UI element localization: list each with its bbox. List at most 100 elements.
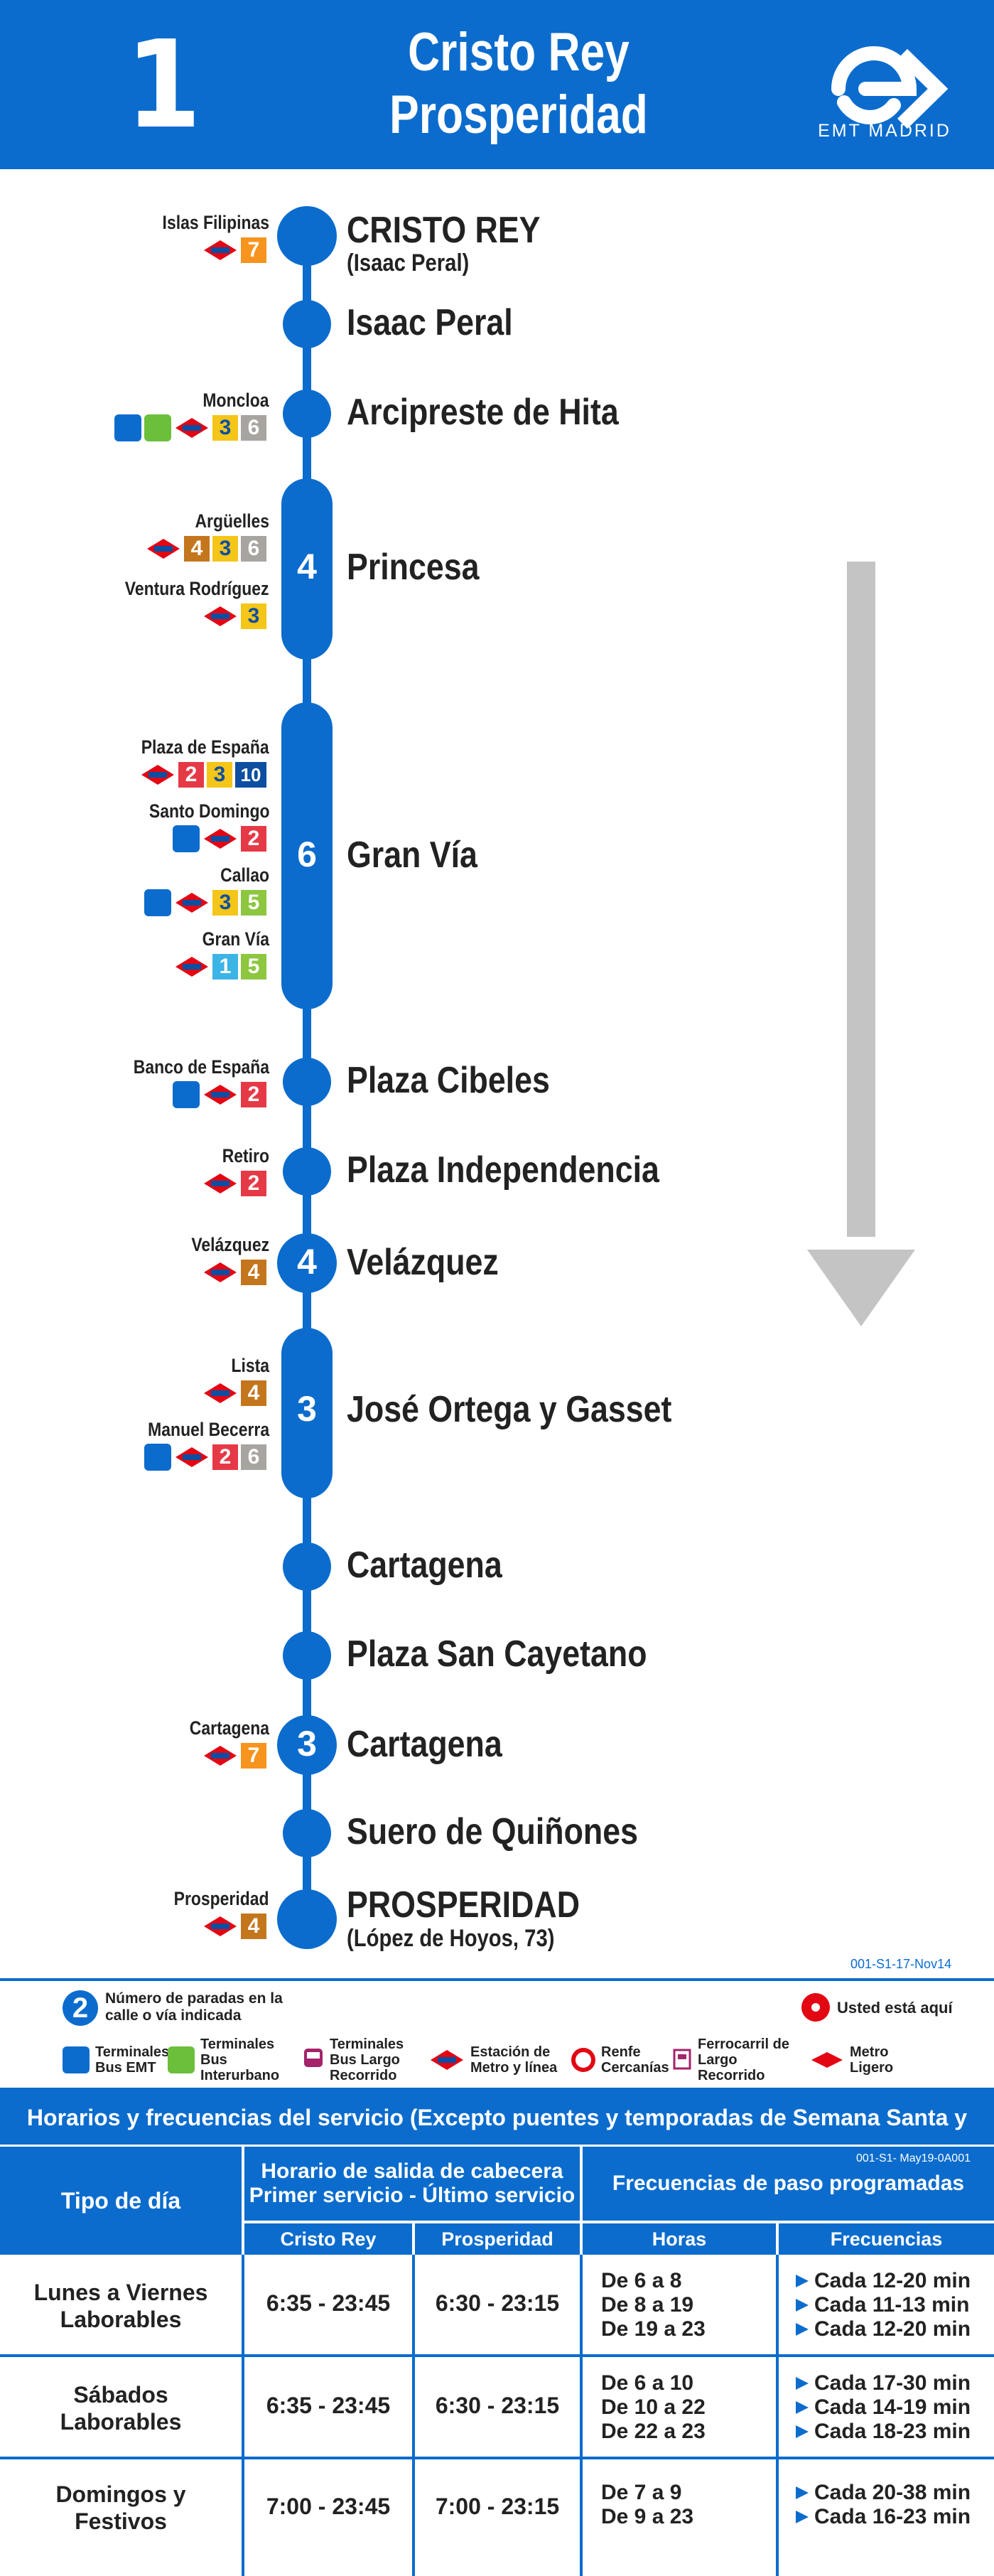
metro-icon: [204, 1746, 237, 1766]
stop-marker: [283, 1631, 331, 1680]
bus-emt-icon: [173, 1081, 200, 1108]
connection-icons: 4: [202, 1380, 266, 1406]
frequency-value: Cada 12-20 min: [814, 2317, 971, 2341]
connection-name: Velázquez: [191, 1234, 269, 1255]
legend-label: Terminales Bus EMT: [95, 2044, 170, 2076]
metro-icon: [175, 893, 208, 913]
bus-emt-icon: [144, 889, 171, 916]
metro-icon: [204, 1916, 237, 1936]
column-divider: [412, 2255, 415, 2576]
metro-icon: [175, 1447, 208, 1467]
metro-line-badge: 6: [241, 1444, 266, 1470]
stop-marker: [283, 1809, 331, 1857]
stop-group-marker: [281, 702, 333, 1009]
connection-name: Islas Filipinas: [162, 212, 269, 233]
you-are-here-label: Usted está aquí: [837, 1999, 953, 2017]
you-are-here-icon: [801, 1993, 830, 2022]
first-last-from: 6:35 - 23:45: [266, 2290, 391, 2316]
day-line2: Laborables: [60, 2409, 182, 2435]
column-header-day: Tipo de día: [0, 2147, 242, 2255]
metro-line-badge: 2: [178, 762, 204, 788]
day-line2: Laborables: [60, 2307, 182, 2332]
metro-line-badge: 7: [241, 237, 266, 263]
legend-label: Estación de Metro y línea: [470, 2044, 558, 2076]
subheader-from: Cristo Rey: [244, 2223, 412, 2255]
connection-icons: 4: [202, 1914, 266, 1939]
stop-count: 6: [297, 834, 317, 874]
first-last-to: 6:30 - 23:15: [435, 2290, 560, 2316]
frequency-value: Cada 14-19 min: [814, 2395, 971, 2419]
direction-arrow-icon: [807, 562, 915, 1326]
subheader-to: Prosperidad: [415, 2223, 580, 2255]
hour-range: De 22 a 23: [601, 2420, 706, 2443]
legend-divider: [0, 2088, 994, 2091]
stop-name: PROSPERIDAD: [347, 1884, 580, 1926]
metro-icon: [204, 1262, 237, 1282]
renfe-icon: [571, 2048, 595, 2072]
metro-icon: [431, 2050, 463, 2070]
table-row-day: Sábados Laborables: [0, 2381, 242, 2435]
stop-count: 4: [297, 547, 317, 586]
connection-icons: 4: [202, 1260, 266, 1285]
metro-line-badge: 4: [184, 536, 210, 562]
legend-item-renfe: Renfe Cercanías: [571, 2043, 672, 2077]
hour-range: De 8 a 19: [601, 2293, 694, 2317]
connection-name: Cartagena: [189, 1717, 269, 1739]
connection-name: Argüelles: [195, 510, 269, 532]
metro-line-badge: 3: [207, 762, 232, 788]
legend-item-metro-ligero: Metro Ligero: [810, 2043, 935, 2077]
table-code: 001-S1- May19-0A001: [856, 2152, 971, 2164]
hour-range: De 7 a 9: [601, 2481, 682, 2504]
route-map: CRISTO REY (Isaac Peral) Isaac Peral Arc…: [0, 169, 994, 1975]
connection-name: Retiro: [222, 1145, 269, 1166]
row-divider: [0, 2354, 994, 2357]
route-destination: Prosperidad: [389, 85, 648, 145]
connection-name: Banco de España: [133, 1056, 269, 1078]
day-line2: Festivos: [75, 2508, 167, 2534]
legend-item-bus-interurbano: Terminales Bus Interurbano: [168, 2036, 300, 2083]
connection-name: Ventura Rodríguez: [125, 578, 269, 599]
connection-icons: 7: [202, 237, 266, 263]
metro-line-badge: 2: [241, 826, 266, 852]
legend-item-bus-emt: Terminales Bus EMT: [63, 2043, 188, 2077]
frequency-value: Cada 17-30 min: [814, 2371, 971, 2395]
connection-icons: 2: [173, 1081, 266, 1108]
connection-name: Lista: [231, 1355, 269, 1376]
day-line1: Sábados: [73, 2382, 168, 2408]
hour-range: De 6 a 10: [601, 2371, 694, 2395]
legend-item-metro: Estación de Metro y línea: [429, 2043, 570, 2077]
arrow-right-icon: [796, 2401, 809, 2414]
train-icon: [673, 2049, 691, 2070]
first-last-from: 7:00 - 23:45: [266, 2494, 391, 2519]
hours-list: De 6 a 8 De 8 a 19 De 19 a 23: [601, 2269, 706, 2341]
bus-emt-icon: [173, 825, 200, 852]
arrow-right-icon: [796, 2323, 809, 2336]
metro-line-badge: 5: [241, 954, 266, 980]
frequency-value: Cada 18-23 min: [814, 2420, 971, 2443]
connection-name: Plaza de España: [141, 736, 269, 758]
metro-icon: [204, 1085, 237, 1105]
column-header-departure: Horario de salida de cabecera Primer ser…: [244, 2147, 580, 2221]
connection-name: Moncloa: [202, 390, 269, 411]
stop-marker: [283, 1058, 331, 1106]
legend-item-bus-largo: Terminales Bus Largo Recorrido: [303, 2036, 429, 2083]
arrow-right-icon: [796, 2511, 809, 2523]
connection-icons: 3: [202, 603, 266, 629]
frequency-value: Cada 16-23 min: [814, 2505, 971, 2528]
emt-logo-icon: [831, 46, 949, 129]
metro-icon: [204, 606, 237, 626]
legend-count-text: Número de paradas en la calle o vía indi…: [105, 1990, 283, 2024]
frequency-item: Cada 12-20 min: [796, 2317, 971, 2341]
legend-label: Terminales Bus Interurbano: [200, 2036, 280, 2083]
stop-group-marker: [281, 478, 333, 660]
stop-name: Plaza Independencia: [347, 1149, 659, 1191]
stop-marker: [277, 1889, 337, 1949]
connection-name: Prosperidad: [174, 1888, 269, 1909]
metro-line-badge: 2: [241, 1082, 266, 1107]
frequency-item: Cada 16-23 min: [796, 2505, 971, 2529]
stop-name: Princesa: [347, 547, 480, 588]
